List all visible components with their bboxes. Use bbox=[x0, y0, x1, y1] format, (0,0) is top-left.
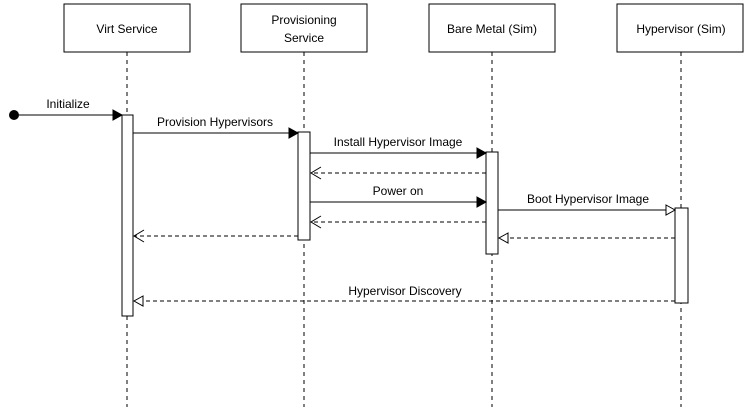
arrowhead-filled bbox=[476, 196, 488, 208]
activation-virt-service bbox=[121, 114, 134, 317]
participant-hypervisor: Hypervisor (Sim) bbox=[616, 3, 744, 407]
participant-virt-service: Virt Service bbox=[63, 3, 191, 407]
activation-bare-metal bbox=[485, 151, 499, 255]
arrowhead-open-triangle bbox=[497, 232, 509, 244]
message-label-install-hypervisor-image: Install Hypervisor Image bbox=[334, 135, 463, 149]
message-label-power-on: Power on bbox=[373, 184, 424, 198]
activation-hypervisor bbox=[674, 207, 689, 304]
participant-bare-metal: Bare Metal (Sim) bbox=[428, 3, 556, 407]
participant-box-virt-service bbox=[63, 3, 191, 53]
message-provision-hypervisors: Provision Hypervisors bbox=[133, 115, 300, 139]
participant-label-provisioning-line1: Provisioning bbox=[271, 13, 336, 27]
arrowhead-open bbox=[310, 215, 322, 229]
participant-label-hypervisor: Hypervisor (Sim) bbox=[636, 22, 725, 36]
message-initialize: Initialize bbox=[9, 97, 124, 121]
message-label-hypervisor-discovery: Hypervisor Discovery bbox=[348, 284, 461, 298]
message-label-initialize: Initialize bbox=[46, 97, 90, 111]
message-return-boot bbox=[497, 232, 675, 244]
participant-label-provisioning-line2: Service bbox=[284, 31, 324, 45]
participant-box-hypervisor bbox=[616, 3, 744, 53]
message-return-provision bbox=[133, 229, 298, 243]
message-label-provision-hypervisors: Provision Hypervisors bbox=[157, 115, 273, 129]
participant-box-bare-metal bbox=[428, 3, 556, 53]
participant-box-provisioning-service bbox=[240, 3, 368, 53]
arrowhead-open-triangle bbox=[665, 204, 677, 216]
message-return-install bbox=[310, 166, 486, 180]
message-boot-hypervisor-image: Boot Hypervisor Image bbox=[498, 192, 677, 216]
arrowhead-filled bbox=[112, 109, 124, 121]
activation-provisioning-service bbox=[297, 131, 311, 241]
arrowhead-filled bbox=[476, 147, 488, 159]
arrowhead-filled bbox=[288, 127, 300, 139]
message-label-boot-hypervisor-image: Boot Hypervisor Image bbox=[527, 192, 649, 206]
participant-provisioning-service: Provisioning Service bbox=[240, 3, 368, 407]
arrowhead-open bbox=[133, 229, 145, 243]
arrowhead-open-triangle bbox=[132, 295, 144, 307]
arrowhead-open bbox=[310, 166, 322, 180]
participant-label-bare-metal: Bare Metal (Sim) bbox=[447, 22, 537, 36]
message-install-hypervisor-image: Install Hypervisor Image bbox=[310, 135, 488, 159]
message-hypervisor-discovery: Hypervisor Discovery bbox=[132, 284, 675, 307]
message-return-power-on bbox=[310, 215, 486, 229]
message-power-on: Power on bbox=[310, 184, 488, 208]
participant-label-virt-service: Virt Service bbox=[96, 22, 157, 36]
